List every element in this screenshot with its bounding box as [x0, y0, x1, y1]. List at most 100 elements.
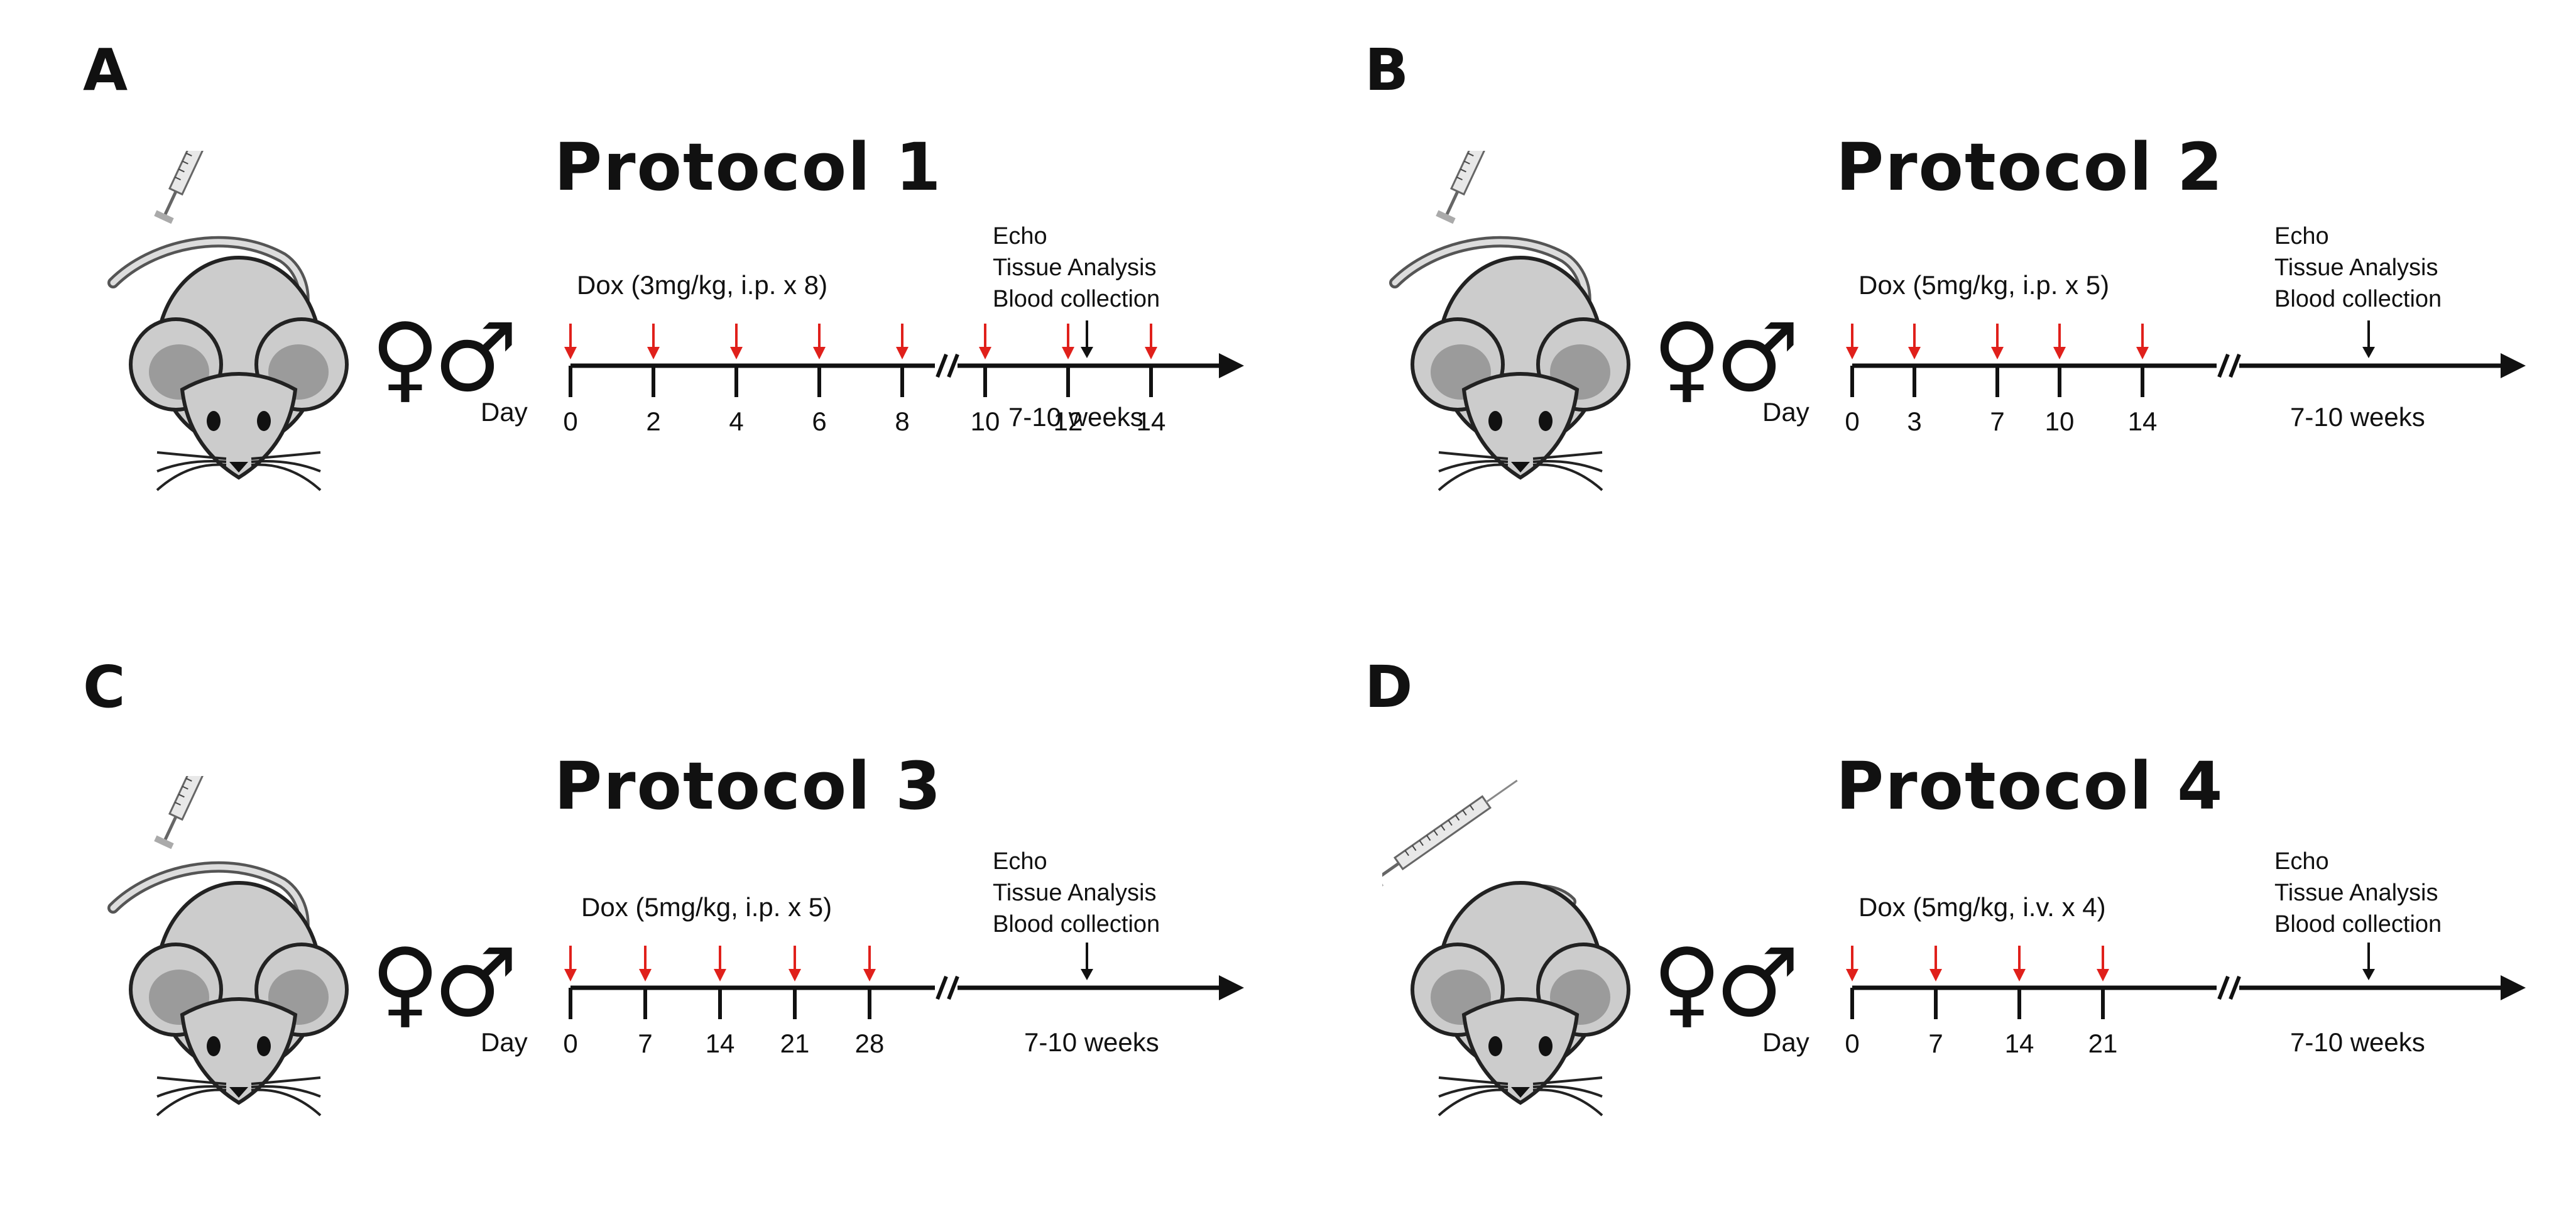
- duration-label: 7-10 weeks: [2290, 402, 2425, 432]
- outcome-tissue-analysis: Tissue Analysis: [2274, 254, 2438, 281]
- day-tick-label: 10: [2045, 407, 2075, 436]
- mouse-head: [180, 997, 298, 1105]
- injection-arrowhead: [2136, 347, 2149, 359]
- day-axis-label: Day: [1762, 1027, 1809, 1057]
- duration-label: 7-10 weeks: [1024, 1027, 1159, 1057]
- day-axis-label: Day: [481, 397, 528, 427]
- panel-letter: A: [83, 36, 128, 104]
- syringe-graduation: [175, 176, 181, 181]
- day-tick-label: 3: [1907, 407, 1921, 436]
- day-tick-label: 14: [2005, 1029, 2034, 1058]
- mouse-with-syringe-icon: [1389, 151, 1630, 491]
- syringe-plunger: [163, 816, 178, 840]
- injection-arrowhead: [863, 969, 876, 981]
- syringe-icon: [154, 776, 229, 850]
- injection-arrowhead: [2053, 347, 2066, 359]
- day-tick-label: 21: [780, 1029, 810, 1058]
- mouse-whisker: [1438, 463, 1509, 491]
- injection-arrowhead: [1846, 969, 1858, 981]
- mouse-nose: [229, 462, 248, 473]
- outcome-echo: Echo: [2274, 223, 2329, 249]
- mouse-eye-right: [1539, 411, 1553, 431]
- axis-break-mark: [2229, 353, 2241, 378]
- duration-label: 7-10 weeks: [2290, 1027, 2425, 1057]
- mouse-whisker: [1532, 1076, 1603, 1085]
- syringe-icon: [1382, 779, 1518, 889]
- outcome-blood-collection: Blood collection: [2274, 286, 2442, 312]
- mouse-whisker: [156, 1085, 227, 1098]
- timeline-arrowhead: [2501, 975, 2526, 1000]
- syringe-graduation: [1467, 152, 1474, 156]
- outcome-arrowhead: [1081, 969, 1093, 980]
- outcome-arrowhead: [2362, 969, 2375, 980]
- injection-arrowhead: [1991, 347, 2004, 359]
- outcome-tissue-analysis: Tissue Analysis: [2274, 880, 2438, 906]
- syringe-graduation: [1448, 819, 1453, 826]
- injection-arrowhead: [2097, 969, 2109, 981]
- syringe-plunger-head: [154, 210, 174, 224]
- injection-arrowhead: [1062, 347, 1074, 359]
- syringe-graduation: [1433, 829, 1438, 836]
- day-tick-label: 28: [855, 1029, 885, 1058]
- day-tick-label: 6: [812, 407, 826, 436]
- outcome-tissue-analysis: Tissue Analysis: [993, 880, 1157, 906]
- female-symbol-icon: ♀: [1652, 929, 1722, 1038]
- day-tick-label: 2: [646, 407, 660, 436]
- syringe-graduation: [182, 160, 188, 165]
- day-tick-label: 8: [895, 407, 909, 436]
- day-tick-label: 7: [638, 1029, 652, 1058]
- female-symbol-icon: ♀: [1652, 303, 1722, 413]
- mouse-tail-highlight: [1392, 239, 1589, 317]
- mouse-tail-highlight: [110, 864, 307, 943]
- mouse-whisker: [1438, 451, 1509, 460]
- mouse-whisker: [1532, 463, 1603, 491]
- injection-arrowhead: [564, 347, 577, 359]
- duration-label: 7-10 weeks: [1008, 402, 1143, 432]
- day-tick-label: 0: [1845, 407, 1859, 436]
- mouse-tail-highlight: [110, 239, 307, 317]
- mouse-whisker: [1438, 1088, 1509, 1117]
- injection-arrowhead: [564, 969, 577, 981]
- day-tick-label: 7: [1928, 1029, 1943, 1058]
- outcome-arrowhead: [2362, 347, 2375, 358]
- day-tick-label: 14: [706, 1029, 735, 1058]
- syringe-plunger: [163, 190, 178, 215]
- panel-letter: D: [1365, 653, 1413, 721]
- mouse-head: [1461, 997, 1580, 1105]
- mouse-whisker: [1532, 1085, 1603, 1098]
- mouse-whisker: [251, 451, 321, 460]
- mouse-whisker: [251, 1085, 321, 1098]
- mouse-eye-right: [257, 1036, 271, 1056]
- injection-arrowhead: [979, 347, 991, 359]
- protocol-title: Protocol 1: [554, 129, 942, 205]
- day-axis-label: Day: [1762, 397, 1809, 427]
- mouse-whisker: [251, 1088, 322, 1117]
- panel-letter: C: [83, 653, 126, 721]
- outcome-blood-collection: Blood collection: [993, 911, 1160, 937]
- injection-arrowhead: [789, 969, 801, 981]
- syringe-icon: [154, 151, 229, 224]
- mouse-whisker: [1532, 460, 1603, 473]
- axis-break-mark: [2217, 353, 2230, 378]
- mouse-eye-right: [1539, 1036, 1553, 1056]
- day-tick-label: 0: [563, 1029, 577, 1058]
- injection-arrowhead: [813, 347, 826, 359]
- protocol-title: Protocol 4: [1836, 748, 2224, 824]
- dose-label: Dox (5mg/kg, i.v. x 4): [1858, 892, 2106, 922]
- mouse-head: [1461, 372, 1580, 480]
- mouse-whisker: [156, 1076, 227, 1085]
- mouse-eye-left: [207, 411, 221, 431]
- mouse-eye-left: [1488, 1036, 1502, 1056]
- day-axis-label: Day: [481, 1027, 528, 1057]
- injection-arrowhead: [2013, 969, 2026, 981]
- axis-break-mark: [936, 975, 948, 1000]
- syringe-graduation: [1469, 804, 1475, 811]
- syringe-plunger-head: [1436, 210, 1456, 224]
- mouse-whisker: [1532, 451, 1603, 460]
- syringe-plunger: [1382, 861, 1400, 880]
- mouse-eye-left: [1488, 411, 1502, 431]
- mouse-whisker: [1438, 460, 1509, 473]
- syringe-graduation: [1462, 809, 1467, 816]
- axis-break-mark: [936, 353, 948, 378]
